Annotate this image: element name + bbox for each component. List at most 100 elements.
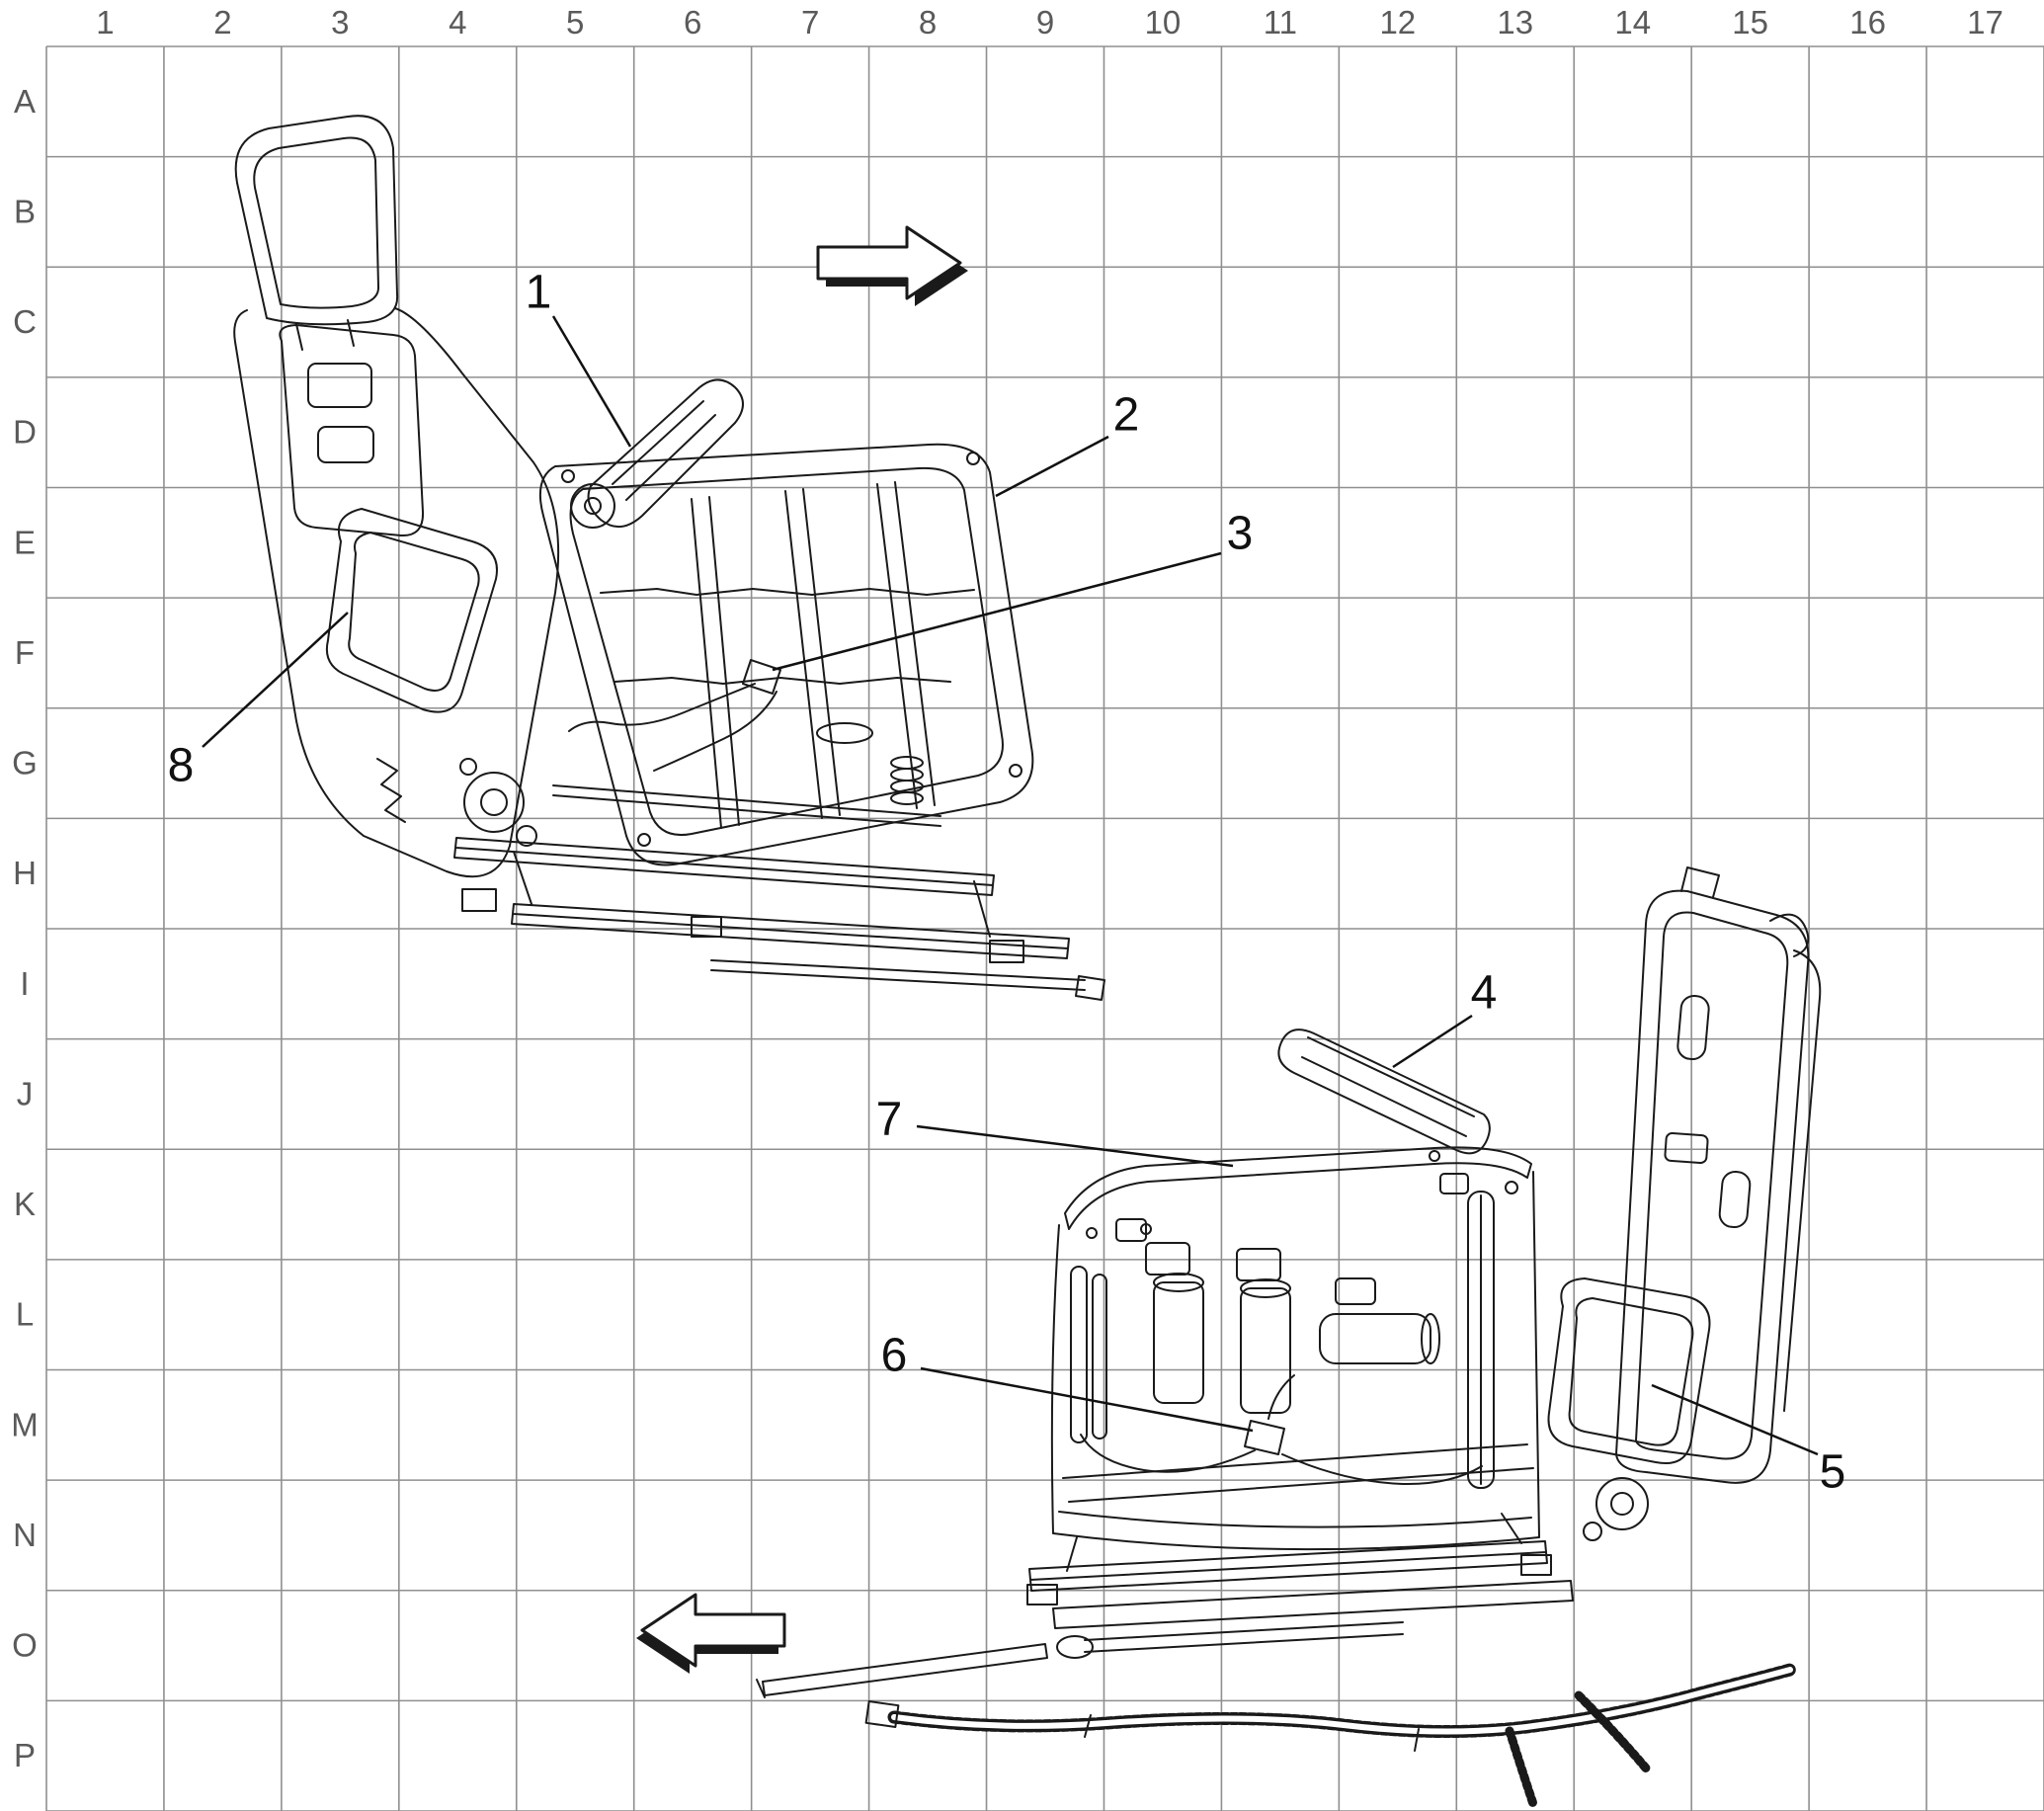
- frame-bracket: [1115, 1218, 1147, 1242]
- seat-track-upper: [453, 837, 995, 896]
- column-label: 1: [96, 4, 114, 41]
- frame-bolt: [1009, 764, 1022, 778]
- frame-bolt: [1505, 1181, 1518, 1194]
- row-label: C: [13, 303, 37, 340]
- recliner-handle-outline: [587, 378, 744, 528]
- handle-pivot: [570, 483, 615, 529]
- row-label: I: [20, 965, 29, 1002]
- harness-connector: [864, 1700, 900, 1728]
- column-label: 12: [1379, 4, 1416, 41]
- column-label: 6: [684, 4, 701, 41]
- callout-1-leader: [551, 315, 632, 448]
- harness-clips: [1084, 1714, 1420, 1752]
- frame-body-outline: [1050, 1171, 1540, 1551]
- column-label: 16: [1849, 4, 1886, 41]
- side-shield-inner-line: [348, 532, 480, 692]
- track-foot: [1026, 1584, 1058, 1605]
- column-label: 17: [1967, 4, 2003, 41]
- track-extension-bar: [710, 959, 1105, 1001]
- recliner-handle-outline: [1277, 1029, 1491, 1155]
- floor-harness-core: [891, 1667, 1793, 1735]
- recliner-gear-hub: [480, 788, 508, 816]
- side-shield-outline: [1547, 1277, 1711, 1464]
- row-label: M: [11, 1406, 39, 1442]
- wiring-cable: [1080, 1374, 1483, 1486]
- headrest-posts: [295, 319, 355, 351]
- recliner-handle-lines: [612, 400, 716, 501]
- seat-motor: [1240, 1287, 1291, 1414]
- callout-8-leader: [202, 612, 349, 748]
- seat-track-upper: [1028, 1540, 1548, 1592]
- suspension-wires: [600, 588, 975, 685]
- seat-track-lower: [1052, 1580, 1574, 1629]
- row-label: H: [13, 855, 37, 891]
- callout-4-number: 4: [1471, 967, 1498, 1020]
- seatback-slot: [1718, 1170, 1752, 1229]
- row-label: D: [13, 414, 37, 451]
- frame-guide-slot: [1092, 1274, 1107, 1440]
- seatback-inner-line: [1635, 911, 1789, 1460]
- callout-6-leader: [920, 1366, 1254, 1433]
- row-label: N: [13, 1517, 37, 1553]
- seat-motor-horizontal: [1319, 1313, 1431, 1364]
- track-foot: [989, 940, 1024, 963]
- track-foot: [1520, 1554, 1552, 1576]
- track-risers: [1066, 1513, 1522, 1572]
- column-label: 11: [1264, 4, 1297, 41]
- coil-spring: [890, 791, 924, 805]
- adjuster-loop: [1056, 1635, 1094, 1659]
- track-risers: [513, 851, 991, 938]
- column-label: 3: [331, 4, 349, 41]
- row-label: J: [17, 1075, 34, 1111]
- row-label: B: [14, 193, 36, 229]
- crossbar-tube: [552, 784, 941, 827]
- seat-track-lower: [511, 903, 1070, 959]
- arrow-right-shape: [816, 225, 962, 300]
- row-label: K: [14, 1186, 36, 1222]
- locator-grid-lines: [45, 45, 2044, 1811]
- column-label: 10: [1145, 4, 1182, 41]
- row-label: O: [12, 1627, 38, 1664]
- callout-7-leader: [916, 1124, 1234, 1168]
- column-label: 9: [1036, 4, 1054, 41]
- callout-6-number: 6: [881, 1330, 908, 1382]
- seat-motor: [1153, 1281, 1204, 1404]
- track-foot: [461, 888, 497, 912]
- handle-pivot-bolt: [584, 497, 602, 515]
- seatback-detail: [1664, 1131, 1709, 1165]
- seatback-outline: [1615, 889, 1810, 1484]
- seatback-detail: [317, 426, 374, 463]
- frame-bracket: [1439, 1173, 1469, 1194]
- column-label: 15: [1732, 4, 1768, 41]
- direction-arrow-right: [816, 225, 968, 306]
- adjuster-bar: [1084, 1621, 1404, 1653]
- recliner-handle-lines: [1301, 1036, 1475, 1137]
- recliner-gear-hub: [1610, 1492, 1634, 1516]
- callout-5-leader: [1651, 1383, 1819, 1456]
- headrest-inner-line: [253, 136, 380, 309]
- coil-spring: [890, 768, 924, 782]
- column-label: 4: [449, 4, 466, 41]
- column-label: 8: [919, 4, 937, 41]
- callout-7-number: 7: [876, 1094, 903, 1146]
- seatback-shell-edge: [1783, 949, 1822, 1412]
- column-label: 5: [566, 4, 584, 41]
- track-foot: [691, 916, 722, 938]
- seat-motor-cap: [1421, 1313, 1440, 1364]
- cushion-frame-inner-line: [569, 466, 1004, 836]
- seatback-detail: [307, 363, 372, 408]
- harness-branch: [1574, 1690, 1653, 1775]
- seatback-panel: [279, 324, 425, 537]
- frame-bolt: [637, 833, 651, 847]
- callout-2-leader: [995, 435, 1109, 498]
- row-label: G: [12, 745, 38, 782]
- row-label: L: [16, 1296, 34, 1333]
- seatback-outline: [233, 307, 560, 878]
- recliner-bolt: [1583, 1522, 1602, 1541]
- frame-bolt: [1140, 1223, 1152, 1235]
- frame-bolt: [1429, 1150, 1440, 1162]
- callout-1-number: 1: [526, 267, 552, 319]
